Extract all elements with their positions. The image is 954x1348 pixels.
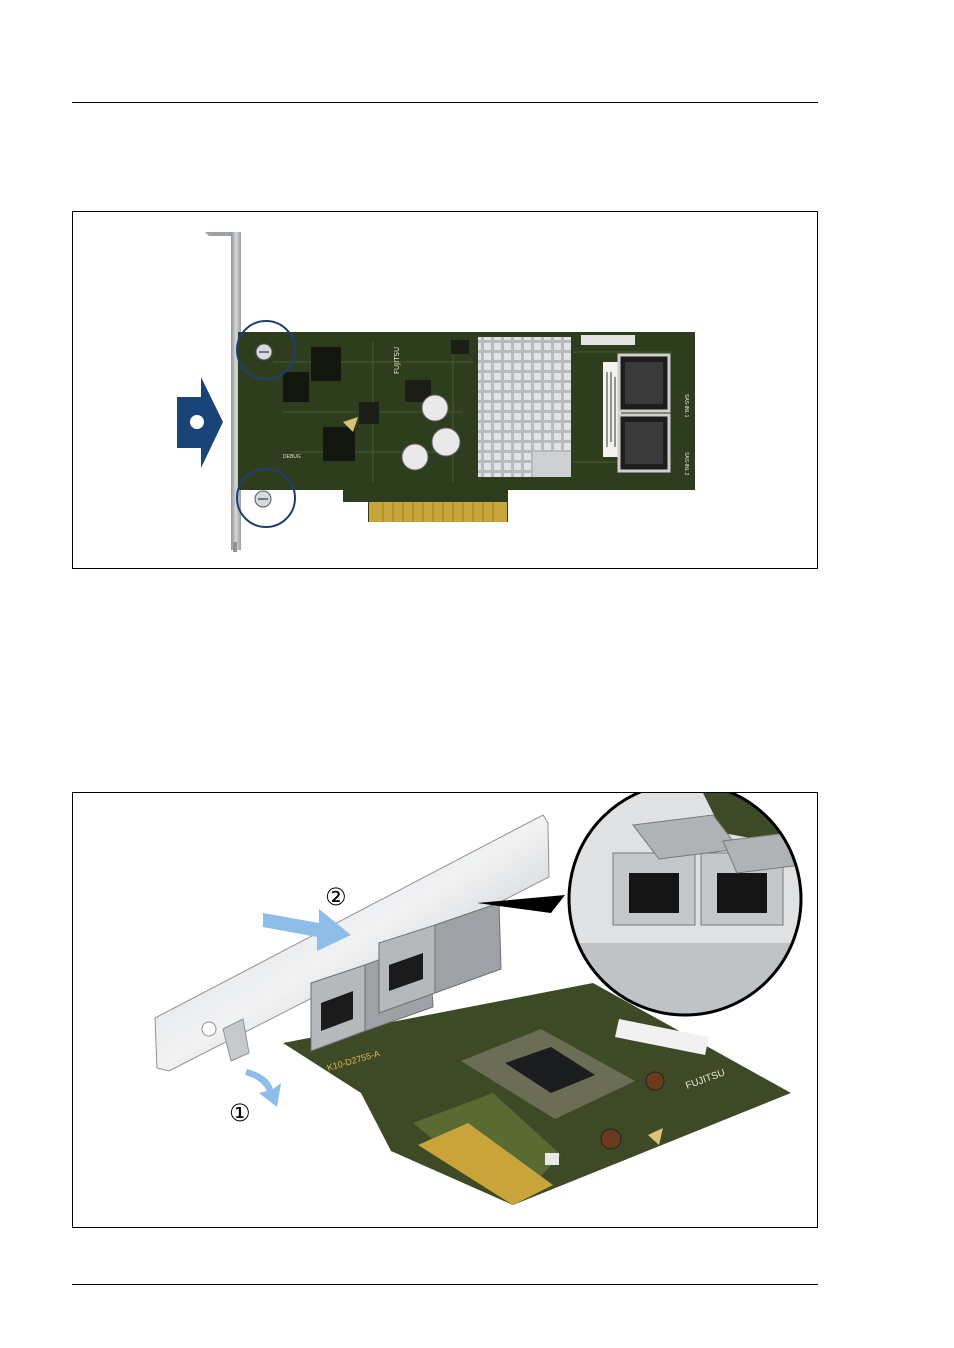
callout-2: ② <box>325 883 347 911</box>
silkscreen-brand: FUJITSU <box>393 347 401 374</box>
insert-arrow-icon <box>177 377 223 468</box>
silkscreen-sas-2: SAS-INL 2 <box>683 452 689 476</box>
slot-bracket <box>205 232 241 552</box>
raid-card-illustration: FUJITSU SAS-INL 1 SAS-INL 2 DEBUG <box>73 212 817 568</box>
figure-raid-controller-bracket: FUJITSU SAS-INL 1 SAS-INL 2 DEBUG <box>72 211 818 569</box>
callout-1: ① <box>229 1099 251 1127</box>
pcie-gold-fingers <box>369 502 507 522</box>
silkscreen-sas-1: SAS-INL 1 <box>683 394 689 418</box>
network-card-illustration: FUJITSU K10-D2755-A ② ① <box>73 793 817 1227</box>
raid-pcb: FUJITSU SAS-INL 1 SAS-INL 2 DEBUG <box>238 332 695 522</box>
footer-rule <box>72 1284 818 1285</box>
silkscreen-debug: DEBUG <box>283 454 301 460</box>
figure-network-card-bracket: FUJITSU K10-D2755-A ② ① <box>72 792 818 1228</box>
header-rule <box>72 102 818 103</box>
